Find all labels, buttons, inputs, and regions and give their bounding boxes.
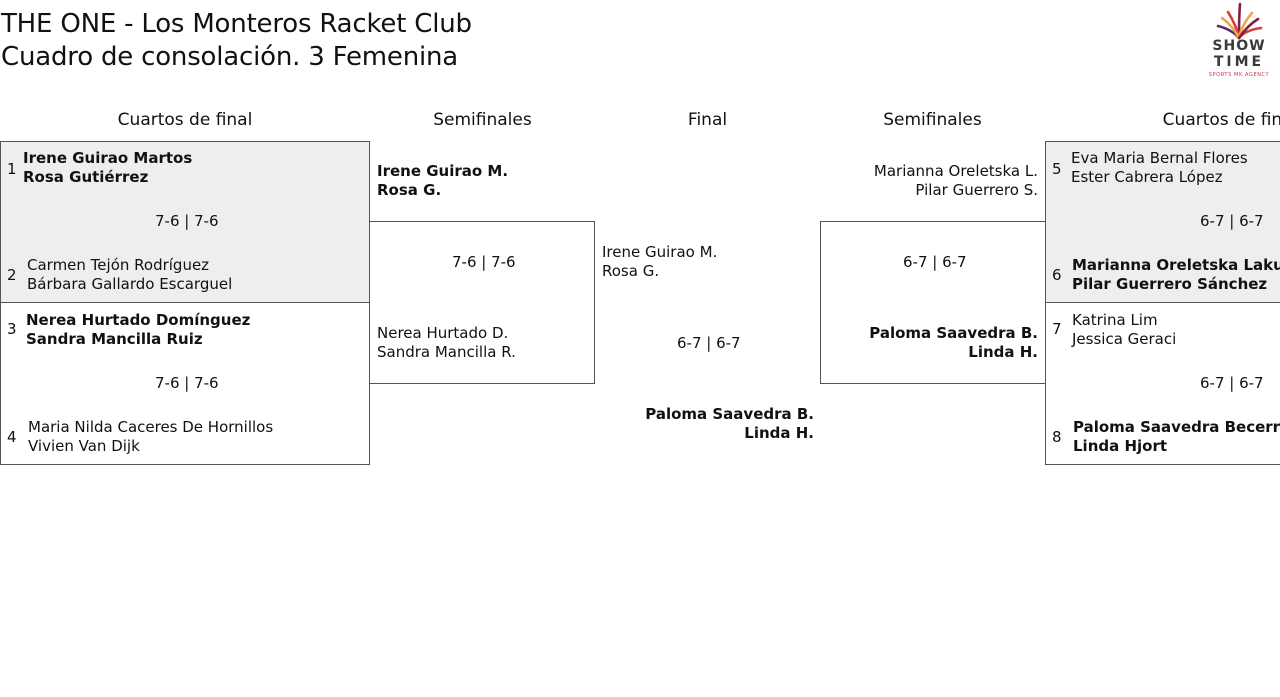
logo-word-time: TIME bbox=[1213, 54, 1265, 70]
team-entry[interactable]: Irene Guirao Martos Rosa Gutiérrez bbox=[23, 149, 192, 187]
team-entry[interactable]: Nerea Hurtado Domínguez Sandra Mancilla … bbox=[26, 311, 250, 349]
match-score: 6-7 | 6-7 bbox=[903, 253, 967, 271]
match-score: 7-6 | 7-6 bbox=[155, 212, 219, 230]
player-name: Paloma Saavedra Becerra bbox=[1073, 418, 1280, 436]
player-name: Sandra Mancilla R. bbox=[377, 343, 516, 361]
team-entry[interactable]: Carmen Tejón Rodríguez Bárbara Gallardo … bbox=[27, 256, 232, 294]
header-right-semifinals: Semifinales bbox=[883, 110, 982, 130]
player-name: Irene Guirao M. bbox=[602, 243, 718, 261]
tournament-title: THE ONE - Los Monteros Racket Club bbox=[1, 9, 472, 39]
seed-number: 7 bbox=[1052, 320, 1062, 338]
player-name: Marianna Oreletska L. bbox=[873, 162, 1038, 180]
team-entry[interactable]: Irene Guirao M. Rosa G. bbox=[377, 162, 508, 200]
player-name: Carmen Tejón Rodríguez bbox=[27, 256, 210, 274]
draw-title: Cuadro de consolación. 3 Femenina bbox=[1, 42, 459, 72]
player-name: Nerea Hurtado Domínguez bbox=[26, 311, 251, 329]
fireworks-burst-icon bbox=[1216, 2, 1263, 40]
player-name: Rosa G. bbox=[602, 262, 660, 280]
player-name: Paloma Saavedra B. bbox=[645, 405, 814, 423]
player-name: Paloma Saavedra B. bbox=[869, 324, 1038, 342]
player-name: Pilar Guerrero S. bbox=[915, 181, 1038, 199]
seed-number: 1 bbox=[7, 160, 17, 178]
player-name: Bárbara Gallardo Escarguel bbox=[27, 275, 233, 293]
player-name: Katrina Lim bbox=[1072, 311, 1158, 329]
team-entry[interactable]: Marianna Oreletska L. Pilar Guerrero S. bbox=[826, 162, 1038, 200]
logo-tagline: SPORTS MK AGENCY bbox=[1208, 72, 1270, 78]
match-box-right-semifinal bbox=[820, 221, 1046, 384]
seed-number: 2 bbox=[7, 266, 17, 284]
header-final: Final bbox=[687, 110, 728, 130]
player-name: Irene Guirao Martos bbox=[23, 149, 193, 167]
player-name: Pilar Guerrero Sánchez bbox=[1072, 275, 1268, 293]
seed-number: 6 bbox=[1052, 266, 1062, 284]
player-name: Sandra Mancilla Ruiz bbox=[26, 330, 203, 348]
team-entry[interactable]: Marianna Oreletska Lakusta Pilar Guerrer… bbox=[1072, 256, 1280, 294]
player-name: Linda H. bbox=[744, 424, 814, 442]
team-entry[interactable]: Paloma Saavedra B. Linda H. bbox=[826, 324, 1038, 362]
player-name: Nerea Hurtado D. bbox=[377, 324, 509, 342]
player-name: Rosa Gutiérrez bbox=[23, 168, 149, 186]
seed-number: 8 bbox=[1052, 428, 1062, 446]
final-score: 6-7 | 6-7 bbox=[677, 334, 741, 352]
match-box-left-semifinal bbox=[369, 221, 595, 384]
match-box-qf4 bbox=[1045, 302, 1280, 465]
team-entry[interactable]: Paloma Saavedra Becerra Linda Hjort bbox=[1073, 418, 1280, 456]
player-name: Linda Hjort bbox=[1073, 437, 1168, 455]
team-entry-champion[interactable]: Paloma Saavedra B. Linda H. bbox=[600, 405, 814, 443]
player-name: Eva Maria Bernal Flores bbox=[1071, 149, 1248, 167]
logo-word-show: SHOW bbox=[1212, 38, 1266, 54]
match-box-qf1 bbox=[0, 141, 370, 303]
player-name: Jessica Geraci bbox=[1072, 330, 1177, 348]
team-entry[interactable]: Maria Nilda Caceres De Hornillos Vivien … bbox=[28, 418, 273, 456]
showtime-logo: SHOW TIME SPORTS MK AGENCY bbox=[1206, 2, 1272, 82]
match-score: 7-6 | 7-6 bbox=[452, 253, 516, 271]
seed-number: 5 bbox=[1052, 160, 1062, 178]
header-left-quarterfinals: Cuartos de final bbox=[117, 110, 253, 130]
player-name: Rosa G. bbox=[377, 181, 442, 199]
seed-number: 4 bbox=[7, 428, 17, 446]
match-score: 7-6 | 7-6 bbox=[155, 374, 219, 392]
seed-number: 3 bbox=[7, 320, 17, 338]
player-name: Vivien Van Dijk bbox=[28, 437, 140, 455]
player-name: Linda H. bbox=[968, 343, 1038, 361]
match-score: 6-7 | 6-7 bbox=[1200, 212, 1264, 230]
player-name: Marianna Oreletska Lakusta bbox=[1072, 256, 1280, 274]
player-name: Maria Nilda Caceres De Hornillos bbox=[28, 418, 274, 436]
team-entry[interactable]: Eva Maria Bernal Flores Ester Cabrera Ló… bbox=[1071, 149, 1248, 187]
page-title: THE ONE - Los Monteros Racket Club Cuadr… bbox=[1, 8, 472, 74]
team-entry[interactable]: Irene Guirao M. Rosa G. bbox=[602, 243, 717, 281]
player-name: Ester Cabrera López bbox=[1071, 168, 1223, 186]
header-right-quarterfinals: Cuartos de final bbox=[1162, 110, 1280, 130]
header-left-semifinals: Semifinales bbox=[433, 110, 532, 130]
team-entry[interactable]: Katrina Lim Jessica Geraci bbox=[1072, 311, 1176, 349]
team-entry[interactable]: Nerea Hurtado D. Sandra Mancilla R. bbox=[377, 324, 516, 362]
match-score: 6-7 | 6-7 bbox=[1200, 374, 1264, 392]
player-name: Irene Guirao M. bbox=[377, 162, 509, 180]
